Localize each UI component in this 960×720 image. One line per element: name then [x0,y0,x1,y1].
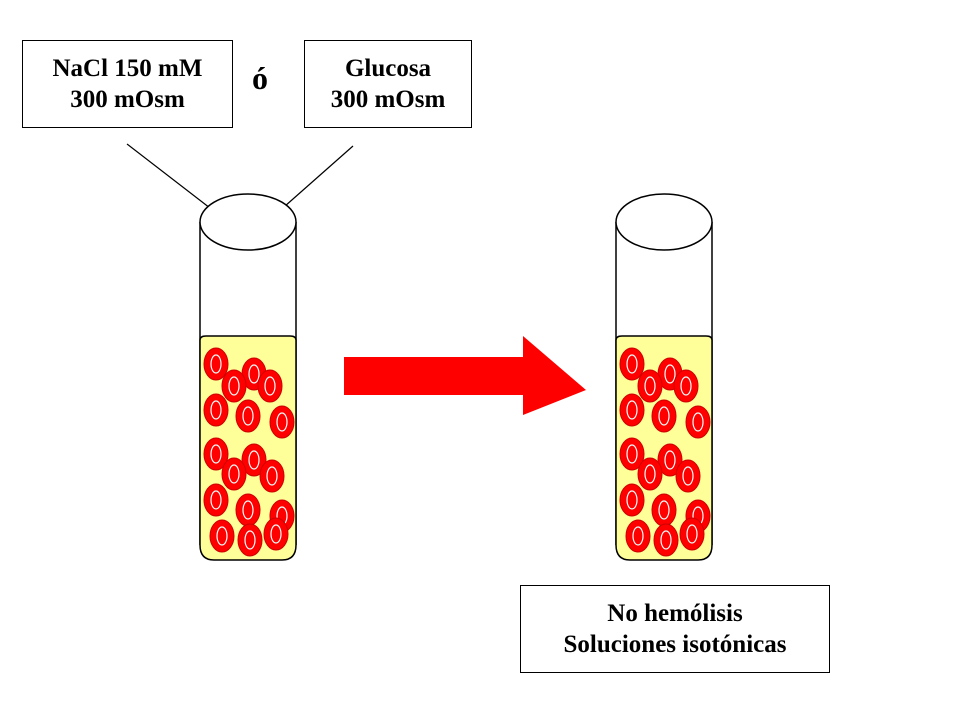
result-solution-type-label: Soluciones isotónicas [563,631,787,658]
process-arrow [344,336,586,415]
red-blood-cell [221,457,247,491]
test-tube-right [615,193,713,561]
red-blood-cell-center [632,526,644,546]
red-blood-cell-center [242,500,254,520]
red-blood-cell-center [664,450,676,470]
red-blood-cell [257,369,283,403]
red-blood-cell [619,437,645,471]
red-blood-cell-center [680,376,692,396]
glucose-solution-label-box: Glucosa 300 mOsm [304,40,472,128]
red-blood-cell [619,483,645,517]
glucose-osmolarity-label: 300 mOsm [330,86,446,113]
nacl-solution-label-box: NaCl 150 mM 300 mOsm [22,40,233,128]
red-blood-cell-center [692,412,704,432]
red-blood-cell-center [210,490,222,510]
red-blood-cell [241,443,267,477]
red-blood-cell-center [644,376,656,396]
tube-mouth-right [615,193,713,251]
red-blood-cell-center [658,500,670,520]
red-blood-cell [679,517,705,551]
red-blood-cell [619,393,645,427]
red-blood-cell-center [228,376,240,396]
or-label: ó [252,60,268,96]
red-blood-cell [619,347,645,381]
red-blood-cell [235,493,261,527]
red-blood-cell [221,369,247,403]
red-blood-cell-center [228,464,240,484]
red-blood-cell [203,483,229,517]
red-blood-cell-center [248,364,260,384]
red-blood-cell [673,369,699,403]
red-blood-cell-center [626,354,638,374]
red-blood-cell [203,437,229,471]
red-blood-cell [625,519,651,553]
red-blood-cell-center [242,406,254,426]
red-blood-cell [685,405,711,439]
nacl-concentration-label: NaCl 150 mM [52,54,203,82]
red-blood-cell-center [248,450,260,470]
red-blood-cell-center [626,490,638,510]
red-blood-cell [657,443,683,477]
glucose-name-label: Glucosa [344,54,432,82]
red-blood-cell [651,493,677,527]
red-blood-cell [203,347,229,381]
red-blood-cell-center [210,400,222,420]
red-blood-cell [263,517,289,551]
red-blood-cell-center [276,412,288,432]
red-blood-cell [237,523,263,557]
red-blood-cell-center [264,376,276,396]
red-blood-cell [203,393,229,427]
red-blood-cell-center [626,444,638,464]
red-blood-cells-left [203,347,295,557]
red-blood-cell [675,459,701,493]
red-blood-cell [209,519,235,553]
red-blood-cell-center [644,464,656,484]
result-label-box: No hemólisis Soluciones isotónicas [520,585,830,673]
red-blood-cell-center [686,524,698,544]
red-blood-cell-center [660,530,672,550]
tube-mouth-left [199,193,297,251]
nacl-osmolarity-label: 300 mOsm [70,86,185,113]
red-blood-cell [653,523,679,557]
red-blood-cell [235,399,261,433]
red-blood-cell [651,399,677,433]
red-blood-cell-center [626,400,638,420]
red-blood-cell-center [664,364,676,384]
red-blood-cell-center [270,524,282,544]
red-blood-cell-center [210,354,222,374]
red-blood-cell [637,369,663,403]
test-tube-left [199,193,297,561]
glucose-pointer-arrow [275,145,354,215]
red-blood-cell-center [244,530,256,550]
red-blood-cell-center [266,466,278,486]
red-blood-cells-right [619,347,711,557]
red-blood-cell [259,459,285,493]
red-blood-cell-center [216,526,228,546]
red-blood-cell-center [682,466,694,486]
result-hemolysis-label: No hemólisis [607,599,743,627]
red-blood-cell-center [210,444,222,464]
red-blood-cell [269,405,295,439]
red-blood-cell-center [658,406,670,426]
red-blood-cell [637,457,663,491]
